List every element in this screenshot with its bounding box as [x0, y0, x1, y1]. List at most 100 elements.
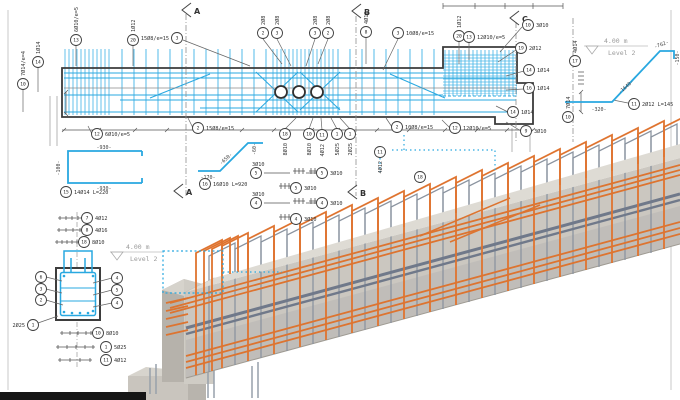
- callout-bubble: 18: [414, 171, 426, 183]
- section-leaders: [37, 276, 113, 324]
- svg-text:16Ø10 L=920: 16Ø10 L=920: [213, 181, 247, 188]
- callout-bubble: 3 2Ø8: [309, 16, 321, 39]
- level-triangle-icon: [585, 45, 599, 55]
- svg-text:4Ø16: 4Ø16: [363, 12, 370, 25]
- svg-text:13: 13: [466, 35, 472, 41]
- svg-text:5: 5: [255, 171, 258, 177]
- svg-text:3Ø10: 3Ø10: [330, 200, 343, 207]
- svg-text:16: 16: [202, 182, 208, 188]
- svg-text:3: 3: [314, 31, 317, 37]
- svg-text:8Ø10: 8Ø10: [306, 143, 313, 156]
- callout-bubble: 5 3Ø10: [250, 161, 265, 179]
- svg-text:-150-: -150-: [675, 50, 680, 65]
- svg-text:-930-: -930-: [96, 186, 111, 192]
- 3d-view: [128, 113, 680, 400]
- section-marker-b-top: B: [364, 8, 370, 17]
- svg-text:8: 8: [86, 228, 89, 234]
- svg-text:10: 10: [565, 115, 571, 121]
- svg-text:2Ø8: 2Ø8: [325, 16, 332, 25]
- svg-text:4Ø12: 4Ø12: [95, 215, 108, 222]
- svg-text:6Ø10/e=5: 6Ø10/e=5: [105, 131, 130, 138]
- svg-text:Level 2: Level 2: [608, 49, 635, 57]
- svg-text:4.00 m: 4.00 m: [126, 243, 150, 251]
- svg-text:4.00 m: 4.00 m: [604, 37, 628, 45]
- svg-text:4: 4: [321, 201, 324, 207]
- cross-section-detail: [37, 212, 113, 368]
- svg-text:4Ø12: 4Ø12: [377, 161, 384, 174]
- level-triangle-icon: [110, 251, 124, 261]
- svg-text:5: 5: [321, 171, 324, 177]
- svg-text:18: 18: [417, 175, 423, 181]
- svg-text:7Ø14: 7Ø14: [565, 97, 572, 110]
- beam-top-face: [186, 144, 680, 292]
- svg-text:12Ø10/e=5: 12Ø10/e=5: [463, 125, 491, 132]
- svg-text:8: 8: [365, 30, 368, 36]
- svg-text:7Ø14/e=4: 7Ø14/e=4: [20, 51, 27, 76]
- svg-text:-1640-: -1640-: [618, 79, 635, 96]
- svg-text:3: 3: [276, 31, 279, 37]
- svg-text:10: 10: [95, 331, 101, 337]
- svg-text:4Ø16: 4Ø16: [95, 227, 108, 234]
- svg-text:15Ø8/e=15: 15Ø8/e=15: [141, 35, 169, 42]
- svg-text:12Ø10/e=5: 12Ø10/e=5: [477, 34, 505, 41]
- callout-bubble: 3: [35, 283, 47, 295]
- svg-text:7: 7: [86, 216, 89, 222]
- svg-text:1Ø14: 1Ø14: [521, 109, 534, 116]
- svg-text:3Ø10: 3Ø10: [304, 216, 317, 223]
- svg-text:4: 4: [116, 276, 119, 282]
- svg-text:3Ø10: 3Ø10: [252, 161, 265, 168]
- svg-text:4: 4: [295, 217, 298, 223]
- model-link-dotted-lines: [379, 135, 496, 172]
- svg-text:-100-: -100-: [56, 160, 62, 175]
- svg-text:14: 14: [35, 60, 41, 66]
- svg-text:14: 14: [510, 110, 516, 116]
- svg-text:15Ø8/e=15: 15Ø8/e=15: [206, 125, 234, 132]
- callout-bubble: 4 3Ø10: [316, 197, 343, 209]
- section-cut-lines: [185, 14, 574, 196]
- svg-text:5Ø25: 5Ø25: [114, 344, 127, 351]
- callout-bubble: 4: [111, 272, 123, 284]
- svg-text:2: 2: [327, 31, 330, 37]
- svg-text:3: 3: [40, 287, 43, 293]
- svg-text:2: 2: [396, 125, 399, 131]
- svg-text:4Ø12: 4Ø12: [319, 144, 326, 157]
- svg-text:13: 13: [73, 38, 79, 44]
- callout-bubble: 7 4Ø12: [81, 212, 108, 224]
- svg-text:10Ø8/e=15: 10Ø8/e=15: [405, 124, 433, 131]
- callout-bubble: 2: [35, 294, 47, 306]
- gray-longitudinal-bars: [185, 192, 680, 336]
- level-marker-section: 4.00 m Level 2: [110, 243, 162, 263]
- svg-text:Level 2: Level 2: [130, 255, 157, 263]
- svg-text:20: 20: [456, 34, 462, 40]
- callout-bubble: 4: [111, 297, 123, 309]
- callout-bubble: 10 8Ø10: [92, 327, 119, 339]
- svg-text:8Ø10: 8Ø10: [106, 330, 119, 337]
- svg-text:4: 4: [116, 301, 119, 307]
- elevation-view: [22, 3, 629, 220]
- callout-bubble: 8 4Ø16: [81, 224, 108, 236]
- svg-text:11: 11: [319, 133, 325, 139]
- svg-text:8Ø10: 8Ø10: [282, 143, 289, 156]
- svg-text:2Ø8: 2Ø8: [312, 16, 319, 25]
